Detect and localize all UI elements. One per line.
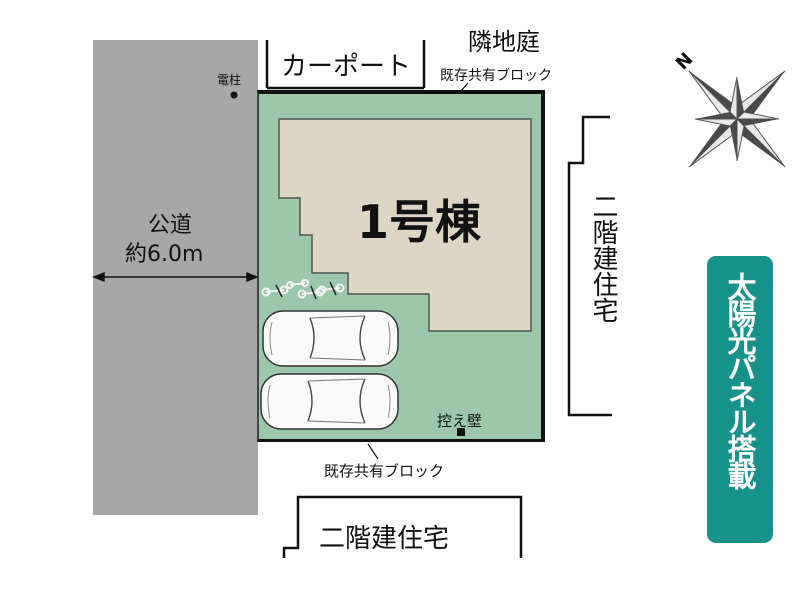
road-width-arrow [92,271,259,283]
solar-panel-badge [707,256,773,543]
block-bottom-label: 既存共有ブロック [324,462,445,480]
car-icon [262,310,399,367]
solar-panel-badge-text: 太陽光パネル搭載 [723,272,757,488]
road-label-name: 公道 [148,213,193,238]
buttress-mark [457,428,465,436]
neighbor-house-right-outline [567,115,612,417]
utility-pole-label: 電柱 [217,73,242,87]
block-top-leader [459,82,469,93]
buttress-label: 控え壁 [437,412,483,430]
neighbor-right-label: 二階建住宅 [588,193,618,323]
building-label: 1号棟 [357,195,482,249]
compass-rose-icon [688,70,786,168]
block-top-label: 既存共有ブロック [440,68,552,84]
building-footprint [278,118,532,332]
neighbor-garden-label: 隣地庭 [468,28,540,56]
utility-pole-icon [230,91,238,99]
neighbor-bottom-label: 二階建住宅 [319,524,450,554]
neighbor-house-bottom-outline [282,495,523,558]
carport-label: カーポート [281,52,412,82]
block-bottom-leader [367,443,379,460]
bicycle-icon [261,279,345,300]
car-icon [260,373,399,430]
carport-outline [265,40,426,90]
road-label-width: 約6.0m [125,242,204,267]
